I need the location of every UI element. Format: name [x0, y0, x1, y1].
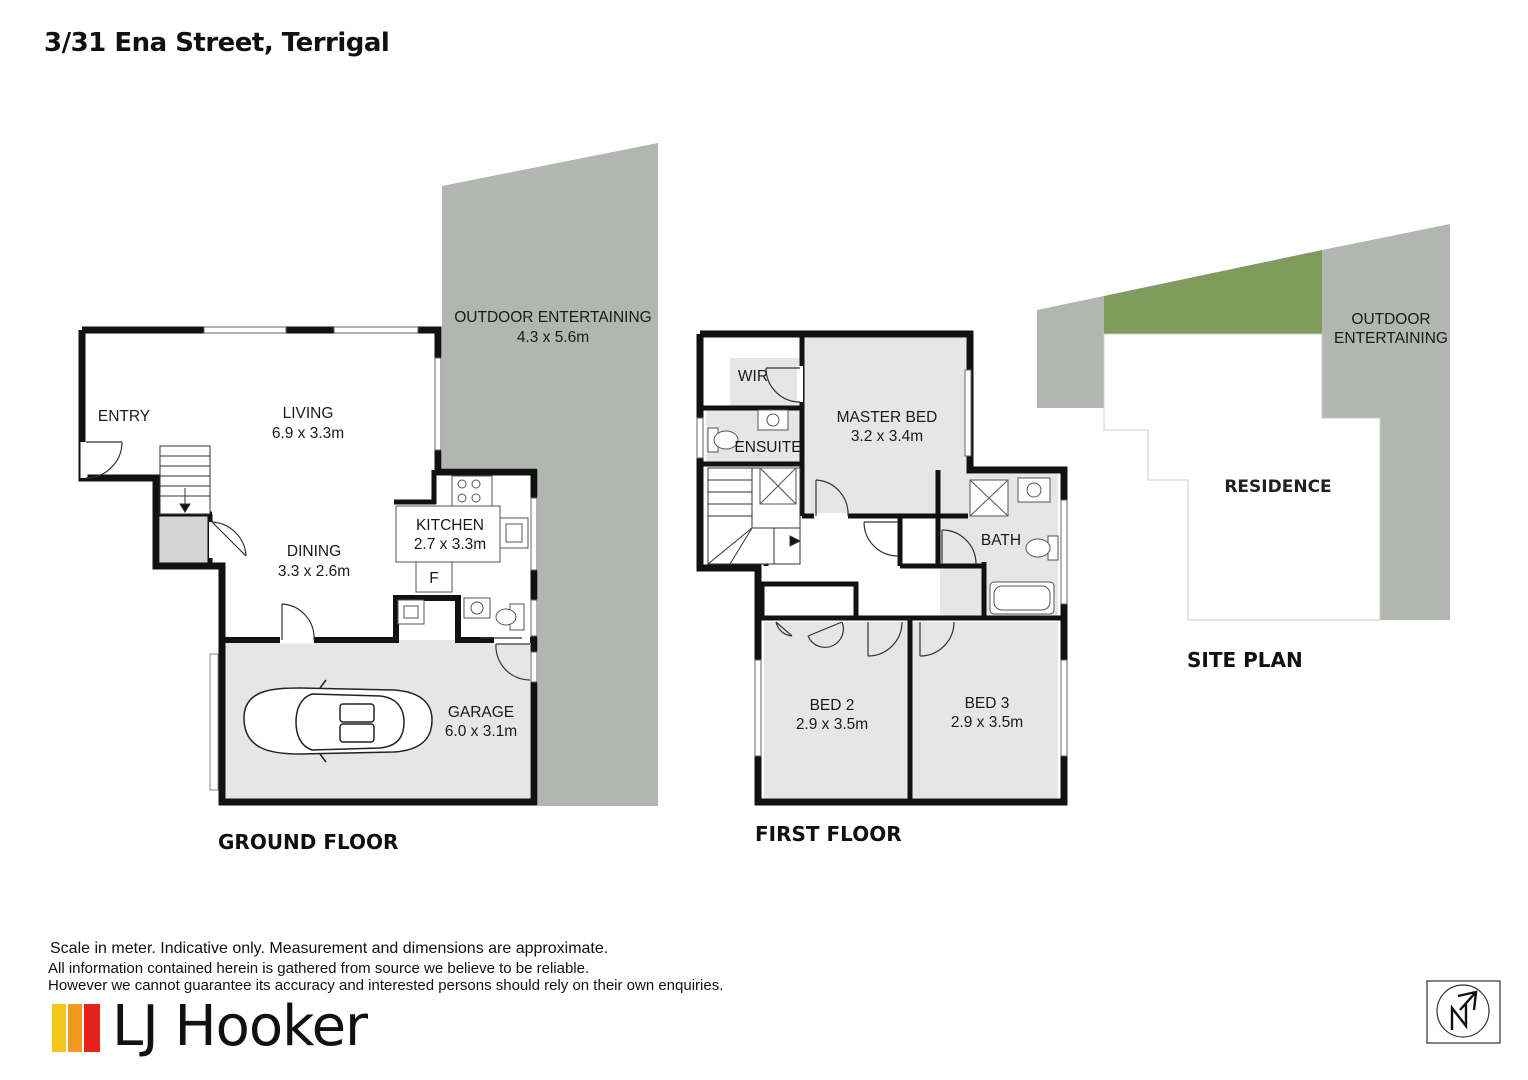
site-residence — [1103, 333, 1381, 621]
doors-ground — [209, 521, 531, 681]
lj-hooker-logo: LJ Hooker — [112, 994, 368, 1059]
window-garage-side — [530, 651, 538, 683]
bed3-size: 2.9 x 3.5m — [951, 714, 1023, 731]
wir-floor — [730, 358, 800, 406]
bed3-label: BED 3 — [965, 695, 1010, 712]
living-size: 6.9 x 3.3m — [272, 425, 344, 442]
understair-store — [160, 516, 210, 566]
page-title: 3/31 Ena Street, Terrigal — [44, 28, 390, 58]
bath-label: BATH — [981, 532, 1021, 549]
window-bed2 — [754, 659, 762, 757]
bed2-label: BED 2 — [810, 697, 855, 714]
ground-floor-plan: OUTDOOR ENTERTAINING 4.3 x 5.6m ENTRY LI… — [78, 143, 658, 854]
site-lawn — [1104, 250, 1322, 334]
bed2-floor — [764, 622, 908, 798]
wir-label: WIR — [738, 368, 768, 385]
ground-floor-heading: GROUND FLOOR — [218, 830, 398, 854]
bed2-size: 2.9 x 3.5m — [796, 716, 868, 733]
residence-label: RESIDENCE — [1224, 477, 1331, 497]
site-outdoor-entertaining — [1322, 224, 1450, 620]
living-label: LIVING — [283, 405, 334, 422]
outdoor-label: OUTDOOR ENTERTAINING — [454, 309, 652, 326]
entry-door — [80, 441, 123, 479]
window-bed3 — [1060, 659, 1068, 757]
kitchen-fixtures — [395, 475, 529, 631]
site-plan-heading: SITE PLAN — [1187, 648, 1303, 672]
window-ensuite — [696, 417, 704, 459]
master-bed-label: MASTER BED — [837, 409, 938, 426]
master-bed-size: 3.2 x 3.4m — [851, 428, 923, 445]
fridge-space — [415, 561, 453, 593]
window-living-side — [434, 357, 442, 451]
disclaimer-line-2: All information contained herein is gath… — [48, 960, 590, 977]
site-left-outdoor — [1037, 296, 1104, 408]
fridge-label: F — [429, 570, 438, 587]
first-floor-fixtures — [707, 409, 1059, 615]
window-living-1 — [203, 326, 287, 334]
window-bath — [1060, 499, 1068, 605]
first-floor-heading: FIRST FLOOR — [755, 822, 902, 846]
entry-label: ENTRY — [98, 408, 150, 425]
window-master — [964, 369, 972, 457]
garage-size: 6.0 x 3.1m — [445, 723, 517, 740]
site-plan: OUTDOOR ENTERTAINING RESIDENCE SITE PLAN — [1037, 224, 1450, 672]
staircase-ground — [159, 445, 211, 515]
window-kitchen — [530, 497, 538, 571]
doors-first — [765, 366, 977, 657]
car-icon — [243, 679, 433, 763]
dining-label: DINING — [287, 543, 341, 560]
site-outdoor-label-1: OUTDOOR — [1351, 311, 1430, 328]
site-outdoor-label-2: ENTERTAINING — [1334, 330, 1448, 347]
dining-size: 3.3 x 2.6m — [278, 563, 350, 580]
lj-hooker-logo-mark — [52, 1004, 100, 1052]
garage-label: GARAGE — [448, 704, 514, 721]
window-laundry — [530, 599, 538, 637]
window-living-2 — [333, 326, 419, 334]
wall-garage-top — [222, 595, 534, 643]
outdoor-entertaining-area — [442, 143, 658, 806]
kitchen-size: 2.7 x 3.3m — [414, 536, 486, 553]
north-arrow-icon — [1426, 980, 1501, 1044]
kitchen-label: KITCHEN — [416, 517, 484, 534]
first-floor-plan: WIR ENSUITE MASTER BED 3.2 x 3.4m BATH B… — [696, 330, 1068, 846]
outdoor-size: 4.3 x 5.6m — [517, 329, 589, 346]
ensuite-label: ENSUITE — [734, 439, 801, 456]
kitchen-island — [395, 505, 501, 563]
disclaimer-line-1: Scale in meter. Indicative only. Measure… — [50, 940, 609, 957]
window-garage — [209, 653, 219, 791]
disclaimer-line-3: However we cannot guarantee its accuracy… — [48, 977, 724, 994]
